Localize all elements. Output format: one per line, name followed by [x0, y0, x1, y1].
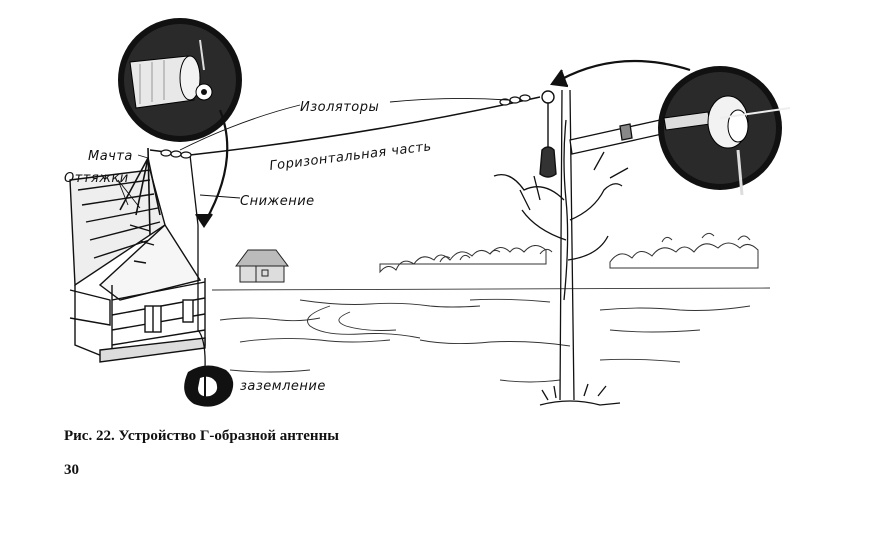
main-house — [69, 169, 206, 363]
treeline — [379, 232, 759, 274]
label-leaders — [117, 97, 509, 209]
label-downlead: Снижение — [240, 194, 315, 209]
label-ground: заземление — [240, 379, 326, 394]
ground-pit — [184, 365, 234, 407]
page-number: 30 — [64, 462, 79, 478]
antenna-illustration: Изоляторы Горизонтальная часть Мачта Отт… — [64, 18, 791, 407]
label-mast: Мачта — [88, 149, 133, 164]
label-insulators: Изоляторы — [300, 100, 379, 115]
distant-house — [235, 249, 289, 283]
pulley-weight — [539, 90, 557, 178]
arrow-right-inset — [550, 59, 691, 88]
inset-left-magnifier — [118, 18, 242, 142]
downlead — [189, 154, 206, 369]
insulators-left — [160, 149, 192, 159]
inset-right-magnifier — [658, 66, 791, 196]
figure-caption: Рис. 22. Устройство Г-образной антенны — [64, 428, 339, 444]
tree-bracket — [569, 119, 663, 155]
landscape-lines — [211, 287, 771, 383]
label-guys: Оттяжки — [64, 171, 129, 186]
arrow-left-inset — [195, 109, 229, 228]
label-horizontal-part: Горизонтальная часть — [269, 139, 433, 174]
insulators-right — [499, 94, 531, 106]
